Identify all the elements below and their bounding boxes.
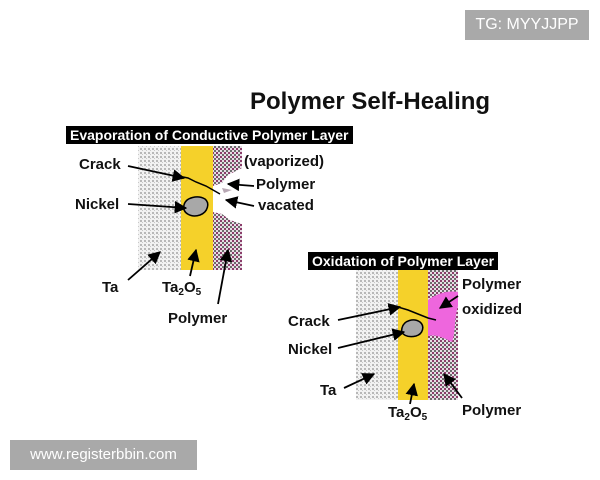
- panel1-vaporized-label: (vaporized): [244, 153, 325, 170]
- panel2-polymer-label: Polymer: [462, 402, 522, 419]
- arrow-nickel-2: [337, 328, 406, 349]
- panel2-crack-label: Crack: [288, 313, 330, 330]
- panel2-polymer-oxidized-label: Polymer: [462, 276, 522, 293]
- arrow-polymer-oxidized-2: [438, 295, 459, 309]
- panel1-header: Evaporation of Conductive Polymer Layer: [66, 126, 353, 144]
- panel1-crack-line: [177, 175, 221, 195]
- panel1-crack-label: Crack: [79, 156, 121, 173]
- panel1-nickel-label: Nickel: [75, 196, 120, 213]
- arrow-ta-2: [343, 373, 376, 389]
- panel2-nickel-particle: [400, 319, 424, 338]
- panel1-polymer-lower: [213, 212, 242, 270]
- panel2-ta-label: Ta: [320, 382, 337, 399]
- arrow-polymer-2: [443, 372, 463, 399]
- page-title: Polymer Self-Healing: [250, 88, 491, 115]
- arrow-crack-1: [127, 165, 186, 182]
- panel2-arrows: [337, 295, 463, 405]
- arrow-ta2o5-2: [405, 382, 418, 405]
- panel2-layers: [356, 270, 458, 400]
- panel1-polymer-label: Polymer: [168, 310, 228, 327]
- panel1-vacated-label: vacated: [258, 197, 314, 214]
- panel1-vapor-wisp: [222, 188, 232, 193]
- panel1-polymer-vacated-label: Polymer: [256, 176, 316, 193]
- watermark-top-right: TG: MYYJJPP: [465, 10, 589, 40]
- watermark-bottom-left: www.registerbbin.com: [10, 440, 197, 470]
- panel2-header: Oxidation of Polymer Layer: [308, 252, 499, 270]
- panel2-nickel-label: Nickel: [288, 341, 333, 358]
- panel1-arrows: [127, 165, 255, 305]
- arrow-vacated-1: [224, 196, 255, 209]
- panel1-ta2o5-label: Ta2O5: [162, 279, 202, 298]
- panel2-ta2o5-label: Ta2O5: [388, 404, 428, 423]
- arrow-ta-1: [127, 251, 161, 281]
- arrow-vaporized-1: [226, 178, 255, 192]
- panel1-polymer-upper: [213, 146, 242, 186]
- panel1-layers: [138, 146, 242, 270]
- arrow-crack-2: [337, 303, 402, 321]
- arrow-nickel-1: [127, 200, 188, 214]
- arrow-ta2o5-1: [187, 248, 200, 277]
- panel1-nickel-particle: [182, 196, 209, 217]
- arrow-polymer-1: [217, 248, 233, 305]
- panel1-ta-label: Ta: [102, 279, 119, 296]
- panel2-oxidized-label: oxidized: [462, 301, 523, 318]
